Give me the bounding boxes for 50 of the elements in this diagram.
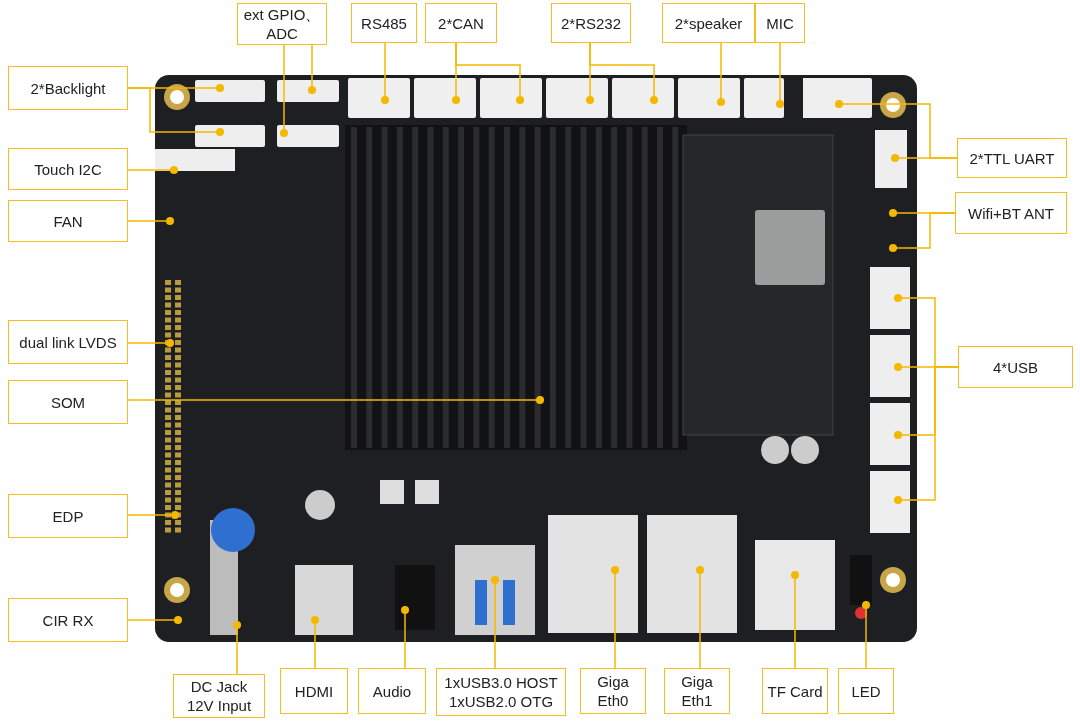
callout-label: Wifi+BT ANT [955, 192, 1067, 234]
callout-label: HDMI [280, 668, 348, 714]
callout-label: 2*TTL UART [957, 138, 1067, 178]
callout-label: Audio [358, 668, 426, 714]
callout-label: dual link LVDS [8, 320, 128, 364]
callout-label: 4*USB [958, 346, 1073, 388]
leader-line [790, 570, 800, 669]
callout-label: MIC [755, 3, 805, 43]
callout-label: DC Jack 12V Input [173, 674, 265, 718]
callout-label: 2*Backlight [8, 66, 128, 110]
callout-label: Touch I2C [8, 148, 128, 190]
callout-label: CIR RX [8, 598, 128, 642]
leader-line [127, 87, 225, 137]
leader-line [716, 42, 726, 107]
callout-label: SOM [8, 380, 128, 424]
leader-line [893, 366, 959, 505]
leader-line [279, 44, 289, 138]
leader-line [455, 42, 525, 105]
leader-line [589, 42, 659, 105]
leader-line [888, 212, 956, 253]
leader-line [610, 565, 620, 669]
callout-label: 2*CAN [425, 3, 497, 43]
callout-label: Giga Eth1 [664, 668, 730, 714]
leader-line [127, 510, 180, 520]
callout-label: 2*speaker [662, 3, 755, 43]
callout-label: 2*RS232 [551, 3, 631, 43]
callout-label: EDP [8, 494, 128, 538]
callout-label: ext GPIO、ADC [237, 3, 327, 45]
leader-line [127, 615, 183, 625]
leader-line [127, 395, 545, 405]
callout-label: Giga Eth0 [580, 668, 646, 714]
callout-label: LED [838, 668, 894, 714]
circuit-board-drawing [155, 75, 917, 642]
leader-line [400, 605, 410, 669]
leader-line [490, 575, 500, 669]
leader-line [890, 153, 958, 163]
leader-line [127, 216, 175, 226]
callout-label: RS485 [351, 3, 417, 43]
leader-line [775, 42, 785, 109]
leader-line [127, 165, 179, 175]
leader-line [380, 42, 390, 105]
leader-line [307, 44, 317, 95]
leader-line [861, 600, 871, 669]
callout-label: 1xUSB3.0 HOST 1xUSB2.0 OTG [436, 668, 566, 716]
callout-label: FAN [8, 200, 128, 242]
leader-line [127, 338, 175, 348]
leader-line [232, 620, 242, 675]
callout-label: TF Card [762, 668, 828, 714]
leader-line [310, 615, 320, 669]
leader-line [695, 565, 705, 669]
